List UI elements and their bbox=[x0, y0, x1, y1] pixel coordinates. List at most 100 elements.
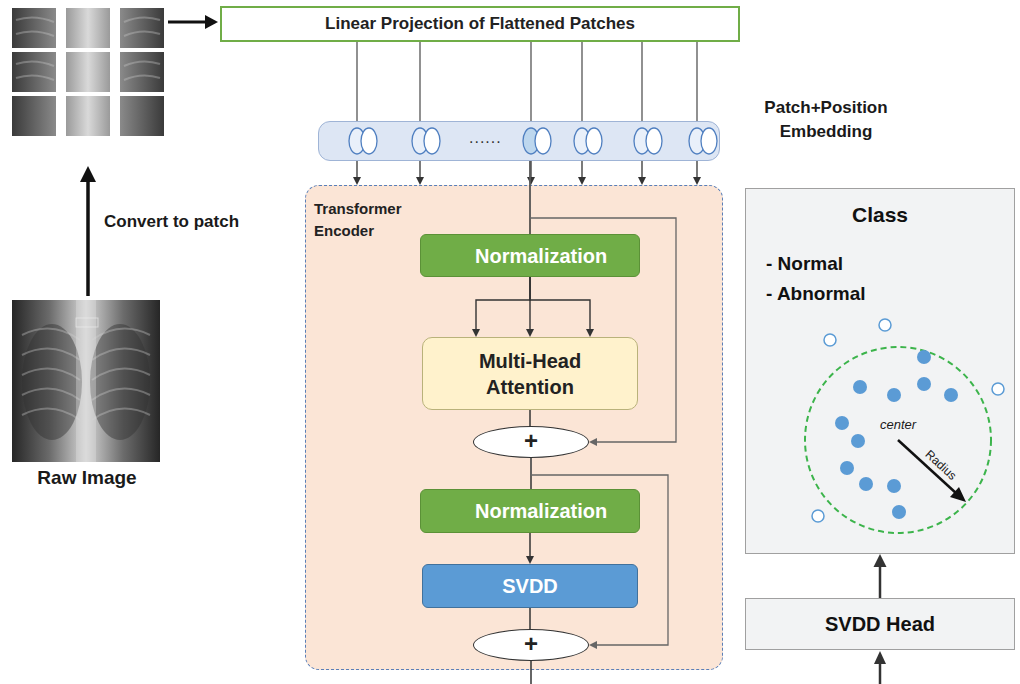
node-title: SVDD Head bbox=[825, 613, 935, 636]
token-ellipse bbox=[646, 128, 662, 154]
image-patch bbox=[66, 8, 110, 48]
connector-line bbox=[879, 562, 882, 598]
arrow-shaft bbox=[168, 21, 208, 24]
data-point bbox=[851, 434, 865, 448]
center-label: center bbox=[868, 417, 928, 432]
connector-line bbox=[529, 410, 531, 426]
svdd-head-box: SVDD Head bbox=[745, 598, 1015, 650]
class-panel: Class - Normal- Abnormal bbox=[745, 188, 1015, 554]
image-patch bbox=[120, 52, 164, 92]
connector-line bbox=[641, 42, 642, 121]
node-title: Normalization bbox=[475, 500, 585, 522]
image-patch bbox=[12, 8, 56, 48]
arrow-head bbox=[874, 554, 887, 567]
outlier-point bbox=[879, 319, 891, 331]
node-title: Linear Projection of Flattened Patches bbox=[325, 14, 635, 34]
token-ellipse bbox=[535, 128, 551, 154]
encoder-block: Transformer EncoderNormalizationMulti-He… bbox=[305, 185, 723, 670]
norm-box: Normalization bbox=[420, 489, 640, 533]
connector bbox=[353, 161, 701, 185]
spine bbox=[76, 300, 96, 462]
token-ellipse bbox=[586, 128, 602, 154]
image-patch bbox=[66, 96, 110, 136]
raw-xray bbox=[12, 300, 160, 462]
image-caption: Raw Image bbox=[12, 467, 162, 489]
arrow-head bbox=[693, 177, 701, 185]
outlier-point bbox=[992, 383, 1004, 395]
arrow-shaft bbox=[86, 180, 90, 296]
add-circle: + bbox=[473, 426, 589, 458]
step-label: Convert to patch bbox=[104, 212, 284, 232]
rib-shadows bbox=[16, 17, 160, 80]
connector-line bbox=[356, 42, 357, 121]
token-ellipse bbox=[701, 128, 717, 154]
data-point bbox=[835, 416, 849, 430]
connector bbox=[530, 608, 531, 629]
head-input-arrow bbox=[874, 651, 886, 664]
node-text: - Abnormal bbox=[766, 279, 1014, 309]
arrow-head bbox=[205, 15, 218, 29]
attention-box: Multi-Head Attention bbox=[422, 337, 638, 410]
arrow-head bbox=[353, 177, 361, 185]
image-patch bbox=[12, 52, 56, 92]
image-patch bbox=[12, 96, 56, 136]
patch-grid bbox=[12, 8, 164, 136]
marker-box bbox=[76, 318, 98, 327]
output-line bbox=[530, 661, 532, 684]
band-label: Patch+Position Embedding bbox=[746, 96, 906, 144]
norm-box: Normalization bbox=[420, 234, 640, 277]
outlier-point bbox=[824, 334, 836, 346]
arrow-to-projection bbox=[168, 15, 218, 29]
image-caption: Raw Image bbox=[12, 467, 162, 489]
arrow-head bbox=[578, 177, 586, 185]
outlier-point bbox=[812, 510, 824, 522]
image-patch bbox=[120, 96, 164, 136]
node-text: - Normal bbox=[766, 249, 1014, 279]
connector-line bbox=[581, 42, 582, 121]
projection-box: Linear Projection of Flattened Patches bbox=[220, 6, 740, 42]
xray-image bbox=[12, 300, 160, 462]
node-title: Normalization bbox=[475, 245, 585, 267]
connector bbox=[530, 410, 531, 426]
node-title: Transformer Encoder bbox=[314, 198, 424, 242]
data-point bbox=[887, 479, 901, 493]
head-input-line bbox=[879, 662, 882, 684]
node-title: SVDD bbox=[475, 575, 585, 597]
node-title: ...... bbox=[469, 129, 502, 147]
image-patch bbox=[66, 52, 110, 92]
add-circle: + bbox=[473, 629, 589, 661]
node-title: Multi-Head Attention bbox=[465, 348, 595, 400]
connector-line bbox=[529, 608, 531, 629]
node-title: + bbox=[476, 429, 586, 453]
data-point bbox=[840, 461, 854, 475]
arrow-head bbox=[416, 177, 424, 185]
arrow-head bbox=[527, 177, 535, 185]
token-ellipse bbox=[424, 128, 440, 154]
svdd-box: SVDD bbox=[422, 564, 638, 608]
node-title: Class bbox=[746, 203, 1014, 227]
token-ellipse bbox=[361, 128, 377, 154]
convert-arrow bbox=[80, 166, 96, 296]
data-point bbox=[887, 388, 901, 402]
data-point bbox=[944, 388, 958, 402]
band-label: Patch+Position Embedding bbox=[746, 96, 906, 144]
node-title: + bbox=[476, 632, 586, 656]
data-point bbox=[892, 505, 906, 519]
connector bbox=[874, 554, 887, 598]
data-point bbox=[917, 377, 931, 391]
connector-line bbox=[530, 42, 531, 121]
connector-line bbox=[529, 533, 531, 559]
connector-line bbox=[419, 42, 420, 121]
data-point bbox=[917, 350, 931, 364]
arrow-head bbox=[638, 177, 646, 185]
arrow-head bbox=[80, 166, 96, 182]
image-patch bbox=[120, 8, 164, 48]
lung-shadow bbox=[22, 324, 82, 440]
data-point bbox=[859, 477, 873, 491]
connector-line bbox=[696, 42, 697, 121]
step-label: Convert to patch bbox=[104, 212, 284, 232]
data-point bbox=[853, 380, 867, 394]
connector bbox=[357, 42, 697, 121]
center-label: center bbox=[868, 417, 928, 432]
